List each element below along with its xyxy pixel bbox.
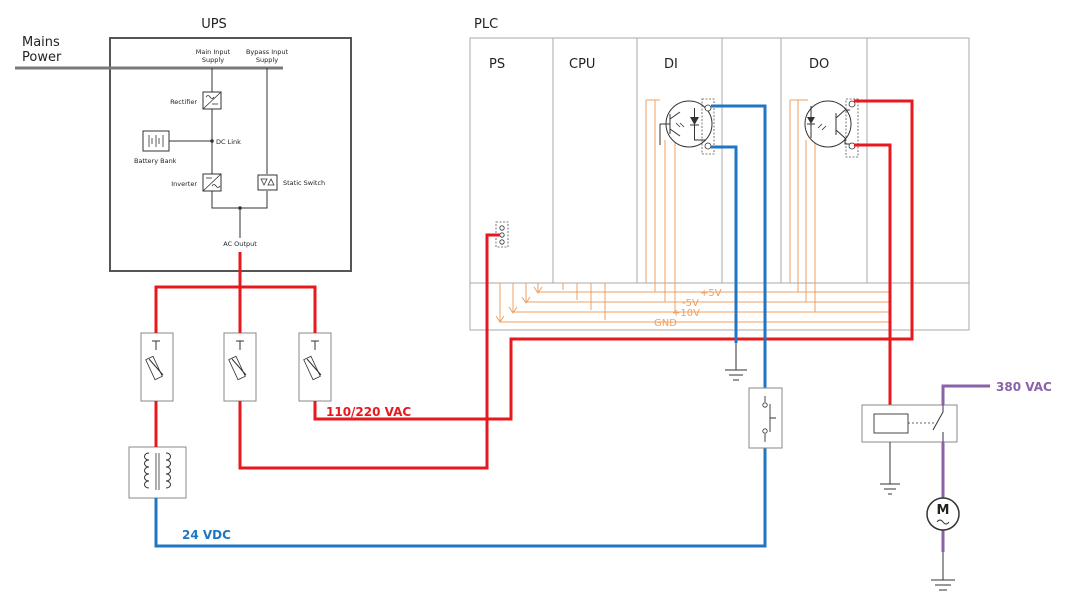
plc-block: PLC PS CPU DI DO +5V -5V +10V GND <box>469 17 970 331</box>
fuse-3 <box>298 332 332 402</box>
motor-symbol: M <box>937 503 950 518</box>
ps-module <box>469 37 554 284</box>
main-input-label-line2: Supply <box>202 56 224 64</box>
motor-voltage-label: 380 VAC <box>996 380 1052 394</box>
do-module <box>780 37 868 284</box>
rail-gnd-label: GND <box>654 318 677 329</box>
bypass-input-label-line1: Bypass Input <box>246 48 289 56</box>
ac-wiring <box>154 99 914 470</box>
main-input-label-line1: Main Input <box>196 48 231 56</box>
plc-title: PLC <box>474 17 498 32</box>
battery-icon <box>142 130 170 152</box>
static-switch-icon <box>257 174 278 191</box>
mains-power-label-line2: Power <box>22 50 62 65</box>
rail-plus10v-label: +10V <box>672 308 700 319</box>
fuse-1 <box>140 332 174 402</box>
inverter-icon <box>202 173 222 192</box>
dc-voltage-label: 24 VDC <box>182 528 231 542</box>
ups-title: UPS <box>201 17 227 32</box>
push-button-switch <box>748 387 783 449</box>
ac-output-label: AC Output <box>223 240 257 248</box>
ups-enclosure <box>109 37 352 272</box>
battery-bank-label: Battery Bank <box>134 157 177 165</box>
motor-wiring <box>941 384 990 552</box>
do-label: DO <box>809 57 829 72</box>
rail-plus5v-label: +5V <box>700 288 722 299</box>
ac-output-node <box>238 206 242 210</box>
bypass-input-label-line2: Supply <box>256 56 278 64</box>
mains-power-label-line1: Mains <box>22 35 60 50</box>
dc-link-node <box>210 139 214 143</box>
rail-minus5v-label: -5V <box>682 298 699 309</box>
di-module <box>636 37 723 284</box>
rectifier-icon <box>202 91 222 110</box>
rectifier-label: Rectifier <box>170 98 197 106</box>
fuse-2 <box>223 332 257 402</box>
di-label: DI <box>664 57 678 72</box>
ps-label: PS <box>489 57 505 72</box>
ups-block: UPS Mains Power Main Input Supply Bypass… <box>15 17 352 272</box>
internal-rails <box>495 99 890 323</box>
ac-voltage-label: 110/220 VAC <box>326 405 411 419</box>
motor-ground-icon <box>931 552 955 591</box>
plc-rack <box>469 37 970 331</box>
dc-wiring <box>154 104 767 548</box>
contactor-relay <box>861 400 958 443</box>
cpu-module <box>552 37 638 284</box>
dc-link-label: DC Link <box>216 138 241 146</box>
do-optocoupler-icon <box>804 98 859 158</box>
motor-icon: M <box>926 497 960 531</box>
di-ground-icon <box>725 343 747 381</box>
di-optocoupler-icon <box>659 98 715 155</box>
static-switch-label: Static Switch <box>283 179 325 187</box>
inverter-label: Inverter <box>171 180 197 188</box>
relay-ground-icon <box>880 442 900 495</box>
cpu-label: CPU <box>569 57 595 72</box>
transformer <box>128 446 187 499</box>
